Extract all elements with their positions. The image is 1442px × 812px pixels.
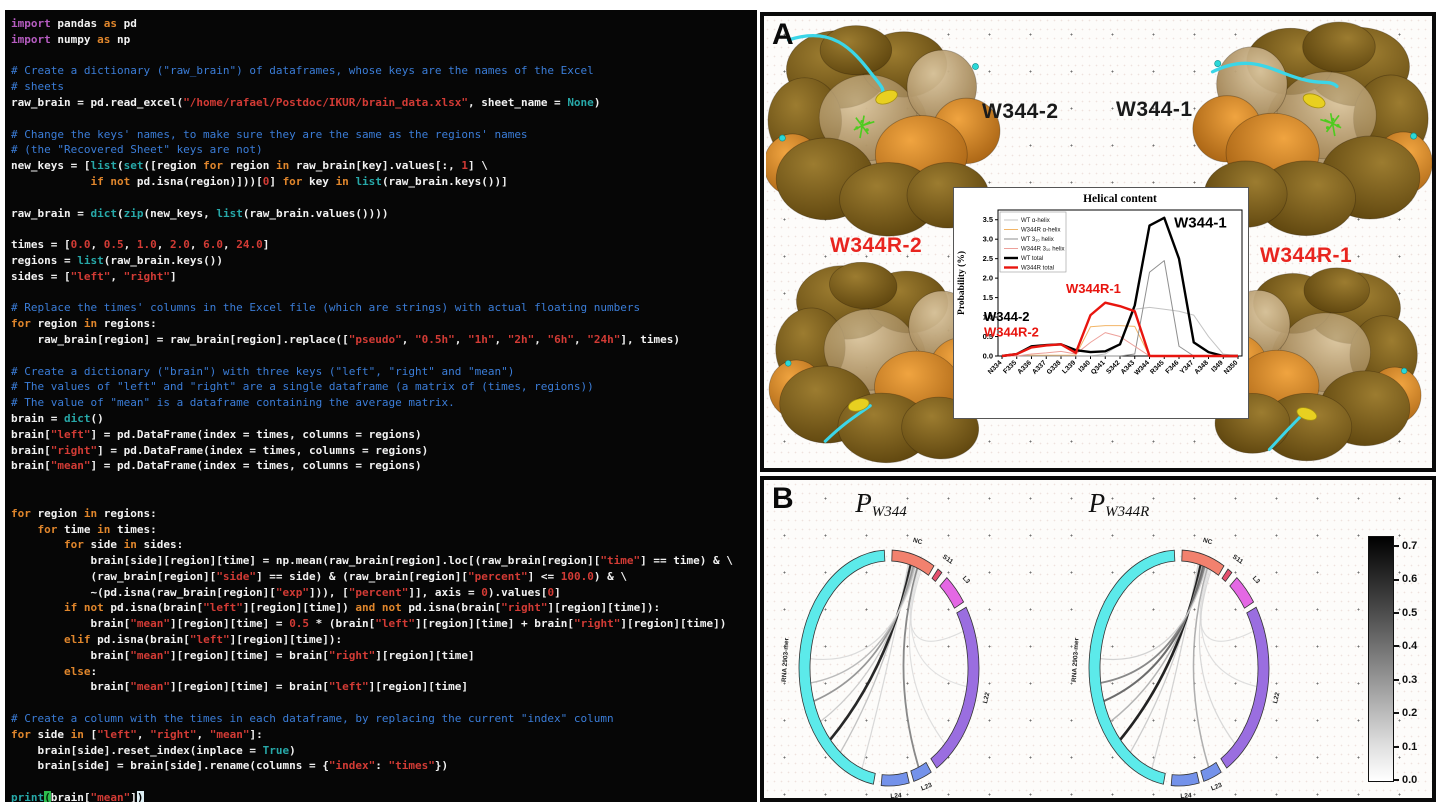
svg-text:L23: L23 (920, 782, 933, 793)
svg-text:0.5: 0.5 (983, 332, 993, 341)
svg-text:L3: L3 (961, 575, 972, 586)
svg-text:NC: NC (912, 537, 923, 546)
svg-text:WT 3₁₀ helix: WT 3₁₀ helix (1021, 237, 1054, 243)
svg-text:WT α-helix: WT α-helix (1021, 218, 1050, 224)
structure-label-w344r-2: W344R-2 (830, 234, 923, 257)
svg-text:3.5: 3.5 (983, 215, 993, 224)
svg-text:L24: L24 (890, 792, 902, 798)
colorbar-tick: 0.6 (1394, 573, 1417, 585)
svg-text:0.0: 0.0 (983, 352, 993, 361)
colorbar-tick: 0.7 (1394, 540, 1417, 552)
svg-text:W344R total: W344R total (1021, 266, 1054, 272)
svg-text:W344R-1: W344R-1 (1066, 281, 1121, 296)
svg-text:Probability (%): Probability (%) (956, 251, 967, 315)
colorbar-tick: 0.1 (1394, 741, 1417, 753)
svg-text:1.0: 1.0 (983, 313, 993, 322)
svg-text:Helical content: Helical content (1083, 193, 1157, 205)
svg-text:2.5: 2.5 (983, 254, 993, 263)
colorbar-tick: 0.0 (1394, 774, 1417, 786)
svg-text:L22: L22 (982, 691, 992, 704)
svg-text:WT total: WT total (1021, 256, 1043, 262)
colorbar-gradient (1368, 536, 1394, 782)
helical-content-chart: Helical content0.00.51.01.52.02.53.03.5N… (954, 188, 1248, 418)
figure-panel: A W344-2 W344-1 W344R-2 W344R-1 Helical … (760, 10, 1436, 802)
colorbar-tick: 0.2 (1394, 707, 1417, 719)
svg-text:RNA 2903-mer: RNA 2903-mer (781, 637, 791, 682)
svg-text:S11: S11 (941, 554, 955, 566)
svg-text:S11: S11 (1231, 554, 1245, 566)
chord-title-w344: PW344 (855, 488, 907, 521)
svg-text:W344R 3₁₀ helix: W344R 3₁₀ helix (1021, 247, 1065, 253)
colorbar-tick: 0.3 (1394, 674, 1417, 686)
svg-text:W344-2: W344-2 (984, 309, 1030, 324)
svg-text:1.5: 1.5 (983, 293, 993, 302)
colorbar-tick: 0.4 (1394, 640, 1417, 652)
panel-a-label: A (772, 18, 794, 51)
svg-text:NC: NC (1202, 537, 1213, 546)
svg-text:RNA 2903-mer: RNA 2903-mer (1071, 637, 1081, 682)
svg-text:W344R α-helix: W344R α-helix (1021, 228, 1060, 234)
svg-text:L23: L23 (1210, 782, 1223, 793)
svg-text:L22: L22 (1272, 691, 1282, 704)
structure-label-w344r-1: W344R-1 (1260, 244, 1353, 267)
colorbar: 0.7 0.6 0.5 0.4 0.3 0.2 0.1 0.0 (1368, 532, 1430, 786)
chord-title-w344r: PW344R (1088, 488, 1150, 521)
svg-text:3.0: 3.0 (983, 235, 993, 244)
panel-b-label: B (772, 482, 794, 515)
svg-text:2.0: 2.0 (983, 274, 993, 283)
svg-text:W344R-2: W344R-2 (984, 325, 1039, 340)
structure-label-w344-2: W344-2 (982, 100, 1059, 123)
svg-text:W344-1: W344-1 (1174, 215, 1227, 232)
svg-text:L24: L24 (1180, 792, 1192, 798)
protein-structure-w344-2 (766, 25, 1001, 237)
svg-text:L3: L3 (1251, 575, 1262, 586)
structure-label-w344-1: W344-1 (1116, 98, 1193, 121)
panel-a: A W344-2 W344-1 W344R-2 W344R-1 Helical … (760, 12, 1436, 472)
colorbar-tick: 0.5 (1394, 607, 1417, 619)
